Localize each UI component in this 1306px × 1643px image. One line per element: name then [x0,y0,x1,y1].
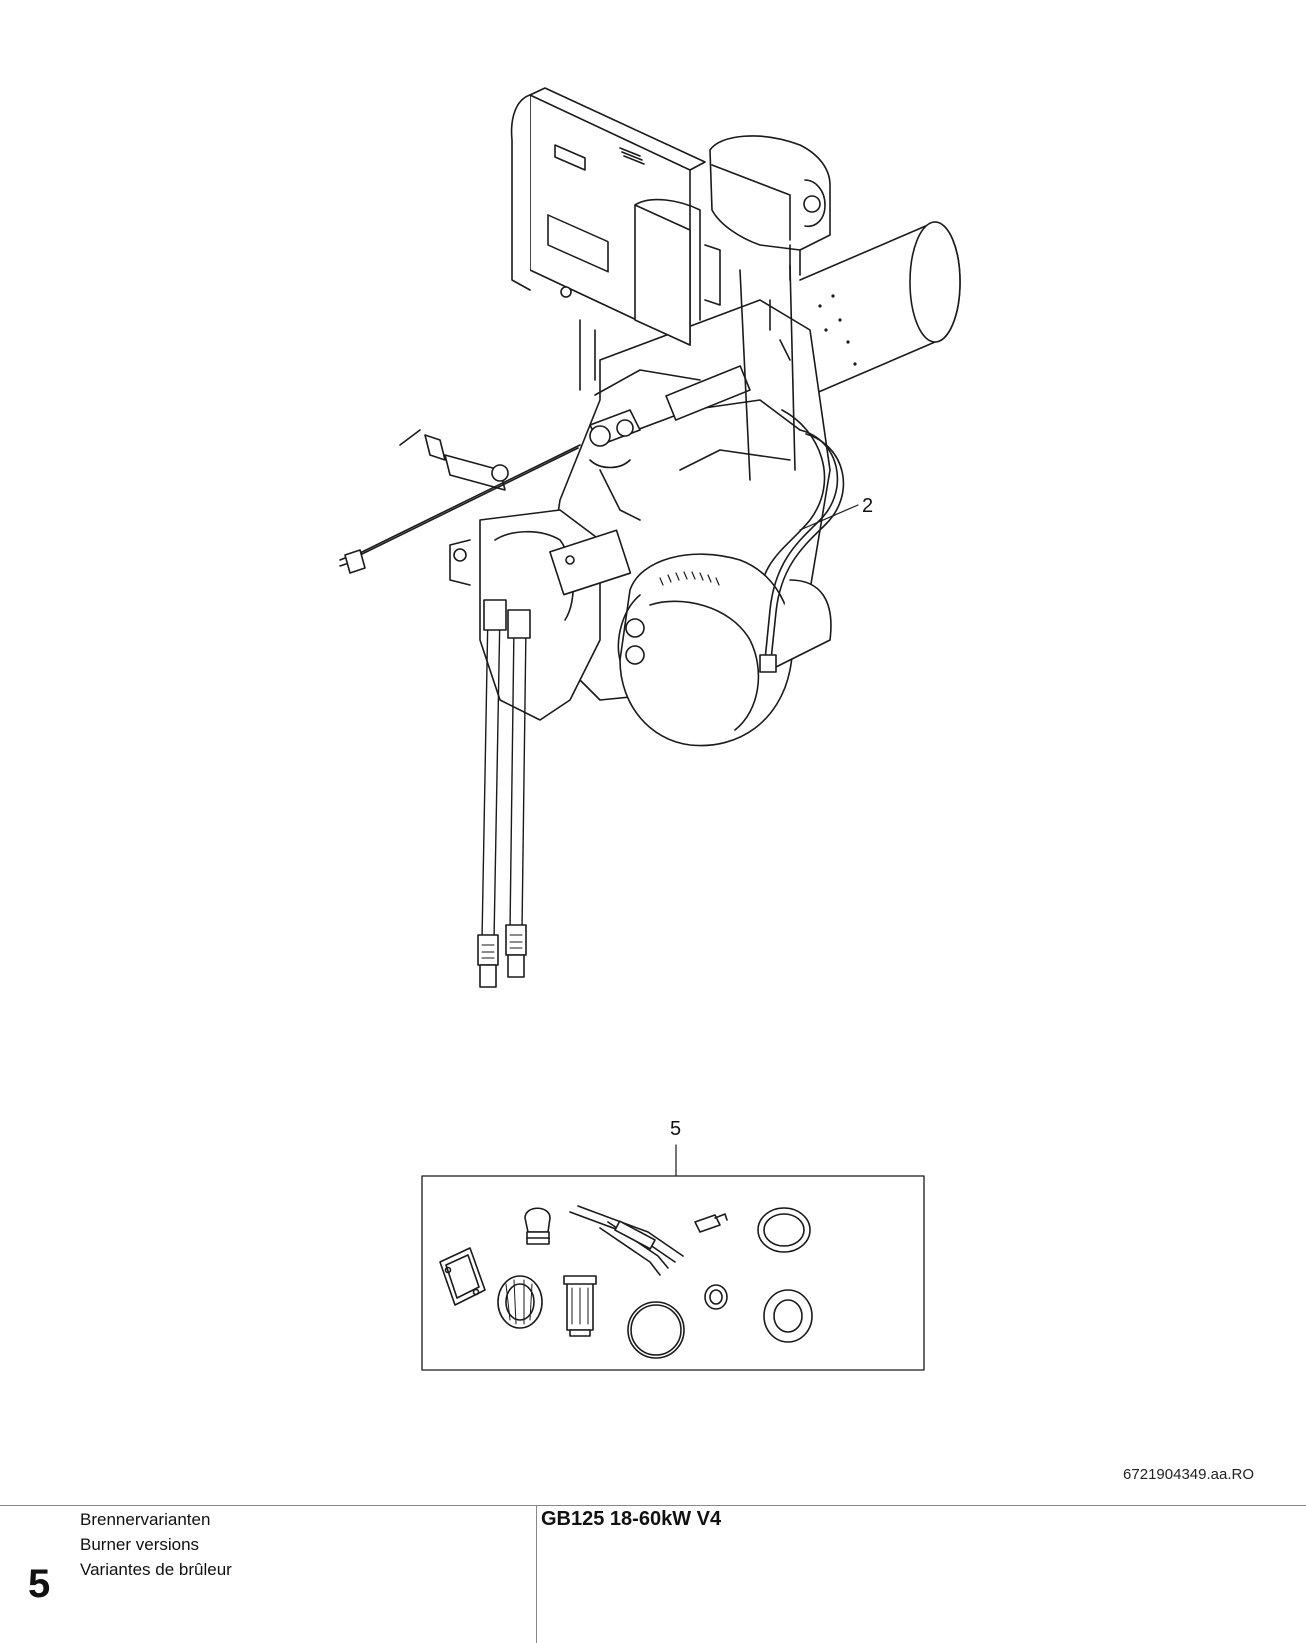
footer-rule [0,1505,1306,1506]
model-title: GB125 18-60kW V4 [541,1508,722,1530]
callout-label-5: 5 [670,1118,682,1140]
fan-motor [617,553,832,747]
blast-tube [799,221,961,401]
control-unit [510,87,721,391]
section-title-en: Burner versions [80,1535,200,1554]
section-number: 5 [28,1562,51,1606]
document-code: 6721904349.aa.RO [1123,1466,1254,1483]
section-titles: Brennervarianten Burner versions Variant… [80,1507,232,1582]
ignition-cable [339,444,581,574]
leader-line-2 [799,504,859,531]
footer-divider [536,1505,537,1643]
solenoid-valve [399,409,641,521]
callout-label-2: 2 [862,495,874,517]
section-title-fr: Variantes de brûleur [80,1560,232,1579]
oil-pump [449,509,632,721]
section-title-de: Brennervarianten [80,1510,211,1529]
spare-parts-kit [421,1175,925,1371]
oil-hoses [477,599,531,988]
air-damper-actuator [709,135,831,281]
air-pressure-line [759,429,845,673]
